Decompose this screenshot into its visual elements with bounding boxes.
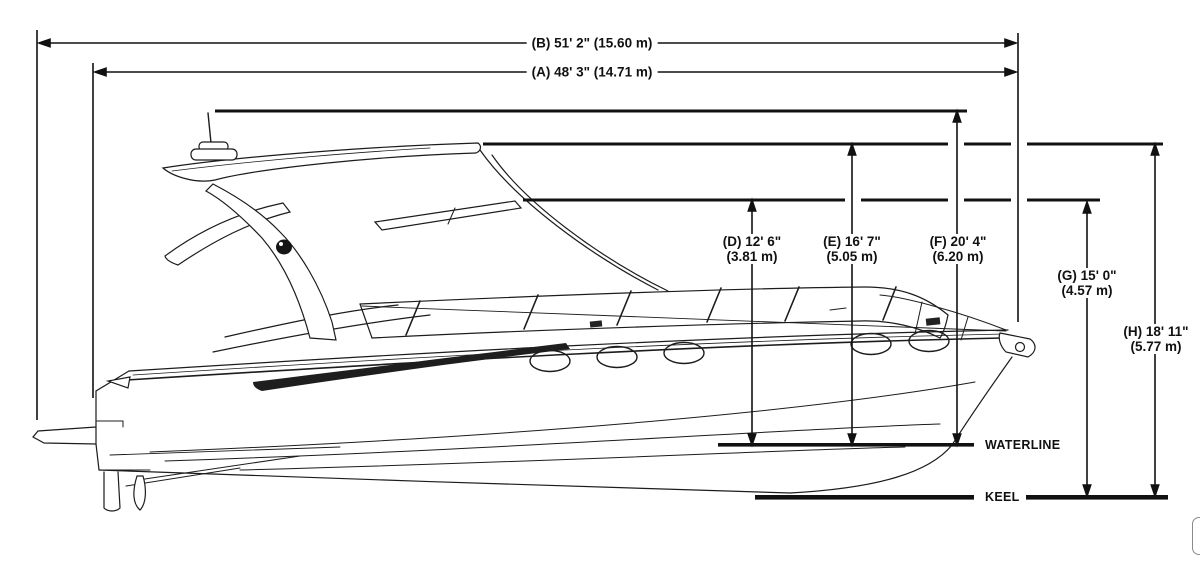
waterline-mark	[718, 443, 974, 447]
boat-illustration	[32, 112, 1036, 512]
dimension-label-b: (B) 51' 2" (15.60 m)	[526, 35, 658, 51]
antenna-mast	[190, 112, 238, 161]
dimension-label-f: (F) 20' 4" (6.20 m)	[924, 234, 992, 264]
dimension-e-metric: (5.05 m)	[826, 249, 878, 264]
dimension-label-a: (A) 48' 3" (14.71 m)	[526, 64, 658, 80]
dimension-f-metric: (6.20 m)	[932, 249, 984, 264]
partial-button[interactable]	[1192, 517, 1200, 555]
portholes	[529, 329, 950, 373]
dimension-label-g: (G) 15' 0" (4.57 m)	[1052, 268, 1122, 298]
dimension-h-metric: (5.77 m)	[1130, 339, 1182, 354]
dimension-g-imperial: (G) 15' 0"	[1057, 268, 1117, 283]
keel-label: KEEL	[982, 490, 1023, 504]
dimension-lines	[36, 30, 1168, 500]
dimension-h-imperial: (H) 18' 11"	[1123, 324, 1189, 339]
radar-arch-hardtop	[161, 142, 523, 341]
dimension-d-imperial: (D) 12' 6"	[722, 234, 782, 249]
dimension-g-metric: (4.57 m)	[1061, 283, 1113, 298]
dimension-f-imperial: (F) 20' 4"	[929, 234, 987, 249]
dimension-label-e: (E) 16' 7" (5.05 m)	[818, 234, 886, 264]
dimension-d-metric: (3.81 m)	[726, 249, 778, 264]
dimension-label-d: (D) 12' 6" (3.81 m)	[717, 234, 787, 264]
dimension-label-h: (H) 18' 11" (5.77 m)	[1118, 324, 1194, 354]
superstructure	[212, 149, 1036, 358]
keel-mark	[755, 495, 1168, 500]
dimension-e-imperial: (E) 16' 7"	[823, 234, 881, 249]
window-mullions	[405, 286, 897, 336]
waterline-label: WATERLINE	[982, 438, 1064, 452]
hull-outline	[32, 329, 1013, 512]
